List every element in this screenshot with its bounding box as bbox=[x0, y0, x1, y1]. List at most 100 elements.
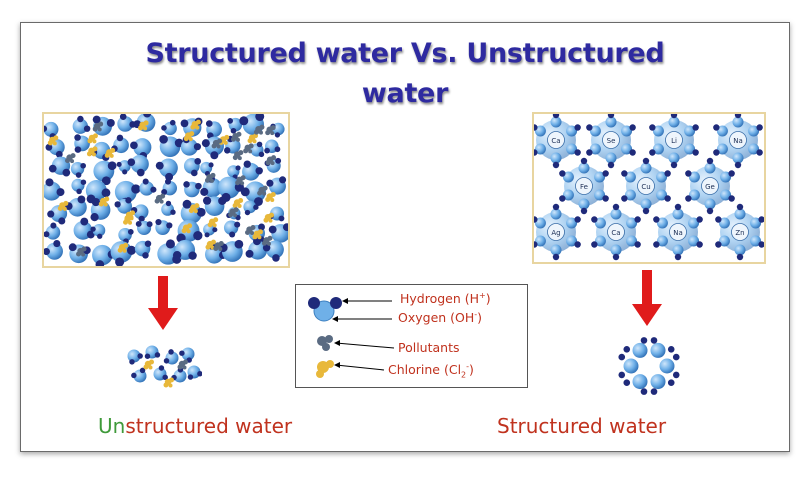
water-molecule bbox=[72, 115, 91, 134]
cluster-water-molecule bbox=[127, 349, 143, 365]
water-molecule bbox=[240, 181, 266, 206]
lattice-cell: Ca bbox=[534, 114, 581, 169]
chlorine-particle bbox=[263, 212, 274, 223]
lattice-cell: Se bbox=[586, 114, 636, 169]
pollutant-particle bbox=[230, 131, 242, 142]
ring-water-molecule bbox=[632, 342, 648, 358]
water-molecule bbox=[218, 239, 244, 262]
water-molecule bbox=[90, 224, 106, 239]
water-molecule bbox=[161, 178, 177, 196]
legend: Hydrogen (H+) Oxygen (OH-) Pollutants Ch… bbox=[295, 284, 528, 388]
water-molecule bbox=[135, 220, 153, 236]
legend-pollutants-label: Pollutants bbox=[398, 340, 460, 355]
pollutant-particle bbox=[265, 125, 276, 136]
title-line-2: water bbox=[361, 78, 449, 109]
chlorine-particle bbox=[232, 197, 244, 208]
chlorine-particle bbox=[190, 119, 201, 130]
caption-unstructured-water: Unstructured water bbox=[98, 414, 293, 438]
water-molecule bbox=[92, 115, 115, 136]
ion-label: Na bbox=[733, 137, 743, 145]
pollutant-particle bbox=[243, 143, 254, 154]
water-molecule bbox=[242, 160, 263, 181]
water-molecule bbox=[223, 220, 241, 238]
lattice-cell: Zn bbox=[715, 203, 764, 261]
water-molecule bbox=[134, 240, 152, 259]
down-arrow-right-icon bbox=[632, 270, 662, 326]
water-molecule bbox=[130, 138, 152, 160]
cluster-water-molecule bbox=[131, 367, 147, 383]
legend-pollutant-icon bbox=[317, 335, 333, 351]
chlorine-particle bbox=[117, 242, 129, 253]
ion-label: Cu bbox=[641, 183, 650, 191]
chlorine-particle bbox=[188, 203, 200, 214]
pollutant-particle bbox=[65, 153, 76, 164]
water-molecule bbox=[250, 141, 265, 158]
pollutant-particle bbox=[261, 235, 273, 246]
ion-label: Ge bbox=[705, 183, 715, 191]
cluster-water-molecule bbox=[187, 365, 202, 380]
water-molecule bbox=[70, 162, 86, 178]
lattice-cell: Ge bbox=[685, 157, 735, 215]
unstructured-molecules-graphic bbox=[44, 114, 288, 266]
water-molecule bbox=[44, 222, 61, 240]
chlorine-particle bbox=[252, 229, 263, 240]
water-molecule bbox=[227, 165, 241, 180]
chlorine-particle bbox=[181, 223, 193, 234]
cluster-water-molecule bbox=[144, 345, 161, 359]
water-molecule bbox=[155, 218, 173, 235]
ion-label: Li bbox=[671, 137, 677, 145]
lattice-cell: Na bbox=[713, 114, 763, 169]
chlorine-particle bbox=[104, 147, 116, 158]
water-molecule bbox=[227, 117, 243, 134]
chlorine-particle bbox=[218, 134, 230, 145]
legend-chlorine-icon bbox=[316, 360, 334, 378]
lattice-cell: Li bbox=[649, 114, 699, 169]
water-molecule bbox=[64, 195, 87, 217]
water-molecule bbox=[159, 134, 184, 157]
chlorine-particle bbox=[87, 133, 98, 144]
ion-label: Ca bbox=[611, 229, 620, 237]
ring-water-molecule bbox=[659, 358, 675, 374]
lattice-cell: Cu bbox=[621, 157, 671, 215]
chlorine-particle bbox=[265, 192, 276, 203]
legend-hydrogen-icon-2 bbox=[330, 297, 342, 309]
pollutant-particle bbox=[257, 185, 268, 196]
water-molecule bbox=[155, 158, 178, 181]
chlorine-particle bbox=[207, 217, 219, 228]
ion-label: Zn bbox=[735, 229, 744, 237]
pollutant-particle bbox=[213, 240, 224, 251]
water-molecule bbox=[93, 160, 117, 186]
ring-water-molecule bbox=[650, 342, 666, 358]
structured-ring-graphic bbox=[618, 337, 680, 395]
chlorine-particle bbox=[138, 120, 149, 131]
water-molecule bbox=[74, 134, 90, 153]
legend-chlorine-label: Chlorine (Cl2-) bbox=[388, 362, 474, 380]
water-molecule bbox=[139, 178, 157, 196]
water-molecule bbox=[205, 120, 222, 139]
ion-label: Na bbox=[673, 229, 683, 237]
water-molecule bbox=[268, 223, 288, 243]
water-molecule bbox=[118, 228, 134, 244]
water-molecule bbox=[127, 154, 149, 177]
chlorine-particle bbox=[57, 200, 69, 211]
water-molecule bbox=[183, 181, 202, 198]
water-molecule bbox=[172, 239, 197, 260]
cluster-chlorine-particle bbox=[163, 377, 174, 388]
pollutant-particle bbox=[253, 124, 265, 135]
caption-structured-water: Structured water bbox=[497, 414, 667, 438]
cluster-water-molecule bbox=[153, 365, 168, 381]
water-molecule bbox=[264, 139, 281, 154]
ring-water-molecule bbox=[623, 358, 639, 374]
water-molecule bbox=[44, 121, 59, 140]
ring-water-molecule bbox=[632, 374, 648, 390]
legend-hydrogen-label: Hydrogen (H+) bbox=[400, 291, 491, 307]
water-molecule bbox=[161, 200, 176, 216]
water-molecule bbox=[161, 119, 177, 136]
ion-label: Se bbox=[607, 137, 616, 145]
pollutant-particle bbox=[92, 121, 104, 132]
legend-symbols bbox=[308, 297, 395, 378]
pollutant-particle bbox=[211, 138, 223, 149]
water-molecule bbox=[44, 178, 65, 201]
